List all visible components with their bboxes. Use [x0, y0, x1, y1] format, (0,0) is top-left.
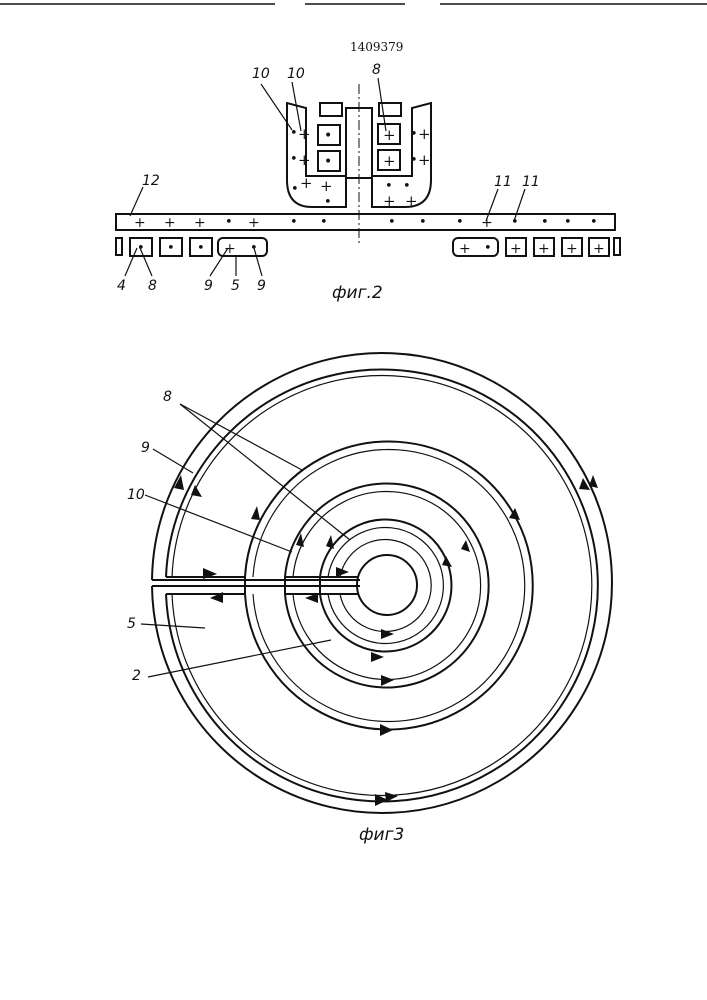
outer-disc-outline — [152, 353, 612, 813]
svg-text:•: • — [541, 215, 549, 230]
box-symbol-dot: • — [167, 241, 175, 256]
winding-dot: • — [290, 152, 298, 167]
fig3-label-5: 5 — [127, 616, 136, 632]
winding-plus: + — [383, 192, 396, 210]
figure-3: 8 9 10 5 2 фиг3 — [127, 353, 612, 845]
edge-bar — [116, 238, 122, 255]
page-number: 1409379 — [350, 40, 403, 54]
winding-dot: • — [410, 127, 418, 142]
fig3-label-10: 10 — [127, 487, 145, 503]
fig3-label-2: 2 — [132, 668, 141, 684]
winding-plus: + — [298, 151, 311, 169]
box-symbol-dot: • — [324, 128, 332, 144]
svg-text:•: • — [320, 215, 328, 230]
svg-text:+: + — [134, 215, 146, 231]
box-symbol-plus: + — [383, 126, 396, 144]
label-8-top: 8 — [372, 62, 381, 78]
box-symbol-dot: • — [324, 154, 332, 170]
box-symbol-plus: + — [593, 241, 605, 257]
svg-text:•: • — [388, 215, 396, 230]
svg-text:•: • — [225, 215, 233, 230]
label-12: 12 — [142, 173, 160, 189]
winding-plus: + — [405, 192, 418, 210]
fig3-label-9: 9 — [141, 440, 150, 456]
svg-text:+: + — [248, 215, 260, 231]
edge-bar — [614, 238, 620, 255]
svg-text:•: • — [456, 215, 464, 230]
winding-plus: + — [418, 151, 431, 169]
box-symbol-plus: + — [566, 241, 578, 257]
svg-text:+: + — [194, 215, 206, 231]
svg-text:+: + — [164, 215, 176, 231]
svg-text:•: • — [590, 215, 598, 230]
svg-text:•: • — [564, 215, 572, 230]
label-4: 4 — [117, 278, 126, 294]
box-symbol-dot: • — [197, 241, 205, 256]
label-10-left: 10 — [252, 66, 270, 82]
figure-2: • • + + • + • + • + + • • + • + • • + + … — [116, 62, 620, 303]
winding-dot: • — [410, 153, 418, 168]
label-8-bottom: 8 — [148, 278, 157, 294]
label-10-right: 10 — [287, 66, 305, 82]
winding-dot: • — [324, 195, 332, 210]
box-symbol-plus: + — [459, 241, 471, 257]
strip-symbols: + + + • + • • • • • + • • • • — [134, 215, 598, 231]
central-hole — [357, 555, 417, 615]
svg-text:•: • — [419, 215, 427, 230]
fig3-label-8: 8 — [163, 389, 172, 405]
box-symbol-plus: + — [538, 241, 550, 257]
slot-top-left — [320, 103, 342, 116]
figure-3-caption: фиг3 — [359, 825, 404, 845]
label-11-right: 11 — [522, 174, 540, 190]
winding-plus: + — [418, 125, 431, 143]
winding-plus: + — [320, 177, 333, 195]
box-symbol-plus: + — [224, 241, 236, 257]
label-9-right: 9 — [257, 278, 266, 294]
box-symbol-dot: • — [484, 241, 492, 256]
label-9-left: 9 — [204, 278, 213, 294]
figure-2-caption: фиг.2 — [332, 283, 383, 303]
box-symbol-plus: + — [510, 241, 522, 257]
box-symbol-plus: + — [383, 152, 396, 170]
label-11-left: 11 — [494, 174, 512, 190]
winding-plus: + — [300, 174, 313, 192]
svg-text:•: • — [290, 215, 298, 230]
winding-dot: • — [291, 182, 299, 197]
label-5: 5 — [231, 278, 240, 294]
